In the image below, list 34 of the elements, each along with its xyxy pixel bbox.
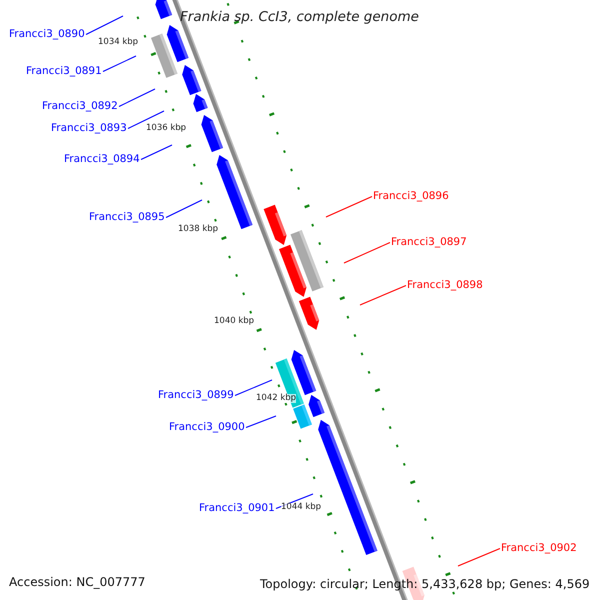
leader-line	[166, 200, 202, 218]
leader-line	[140, 144, 172, 160]
tick-label: 1042 kbp	[256, 394, 296, 402]
accession-text: Accession: NC_007777	[9, 576, 146, 588]
gene-label: Francci3_0892	[42, 101, 118, 112]
leader-line	[234, 380, 272, 396]
gene-label: Francci3_0897	[391, 237, 467, 248]
gene-label: Francci3_0896	[373, 191, 449, 202]
gene-label: Francci3_0900	[169, 422, 245, 432]
tick-label: 1040 kbp	[214, 317, 254, 326]
leader-line	[246, 416, 276, 428]
map-title: Frankia sp. CcI3, complete genome	[180, 11, 419, 24]
tick-label: 1034 kbp	[98, 38, 138, 46]
gene-label: Francci3_0894	[64, 154, 140, 164]
leader-line	[360, 285, 406, 306]
leader-line	[118, 88, 156, 107]
leader-line	[458, 548, 500, 566]
leader-line	[326, 196, 372, 218]
gene-label: Francci3_0899	[158, 390, 234, 400]
gene-label: Francci3_0893	[51, 123, 127, 134]
gene-label: Francci3_0902	[501, 543, 577, 554]
gene-label: Francci3_0898	[407, 280, 483, 290]
gene-label: Francci3_0891	[26, 66, 102, 76]
leader-line	[128, 110, 164, 129]
tick-label: 1044 kbp	[281, 503, 322, 512]
leader-line	[86, 16, 124, 35]
leader-line	[344, 242, 390, 264]
tick-label: 1036 kbp	[146, 124, 186, 132]
gene-label: Francci3_0895	[89, 212, 165, 222]
gene-label: Francci3_0901	[199, 503, 275, 514]
leader-line	[102, 56, 136, 72]
gene-label: Francci3_0890	[9, 29, 85, 40]
tick-label: 1038 kbp	[178, 225, 218, 234]
genome-info-text: Topology: circular; Length: 5,433,628 bp; Genes: 4,569	[260, 578, 590, 590]
